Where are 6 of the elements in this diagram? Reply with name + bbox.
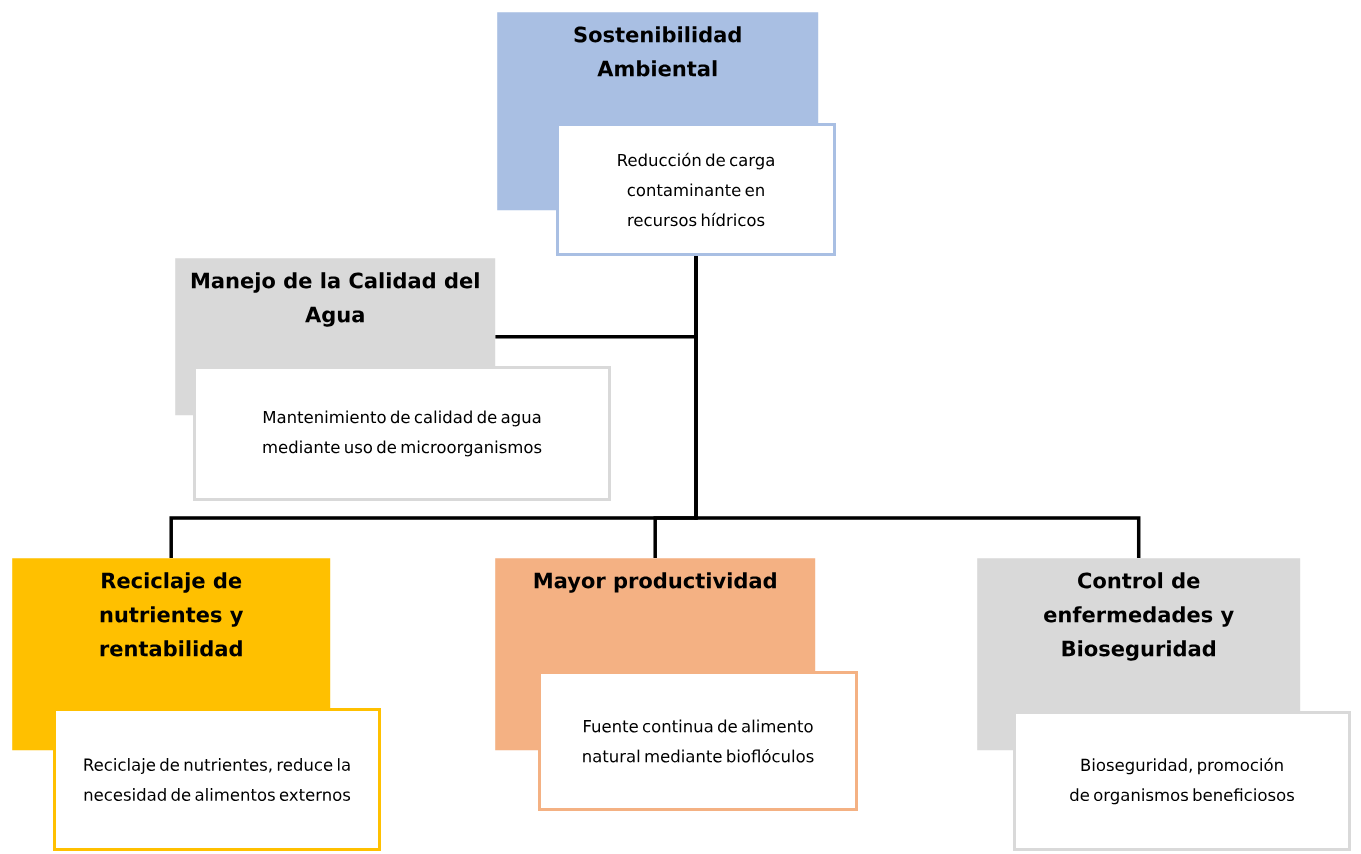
- description-box: Mantenimiento de calidad de agua mediante uso de microorganismos: [193, 366, 611, 501]
- connector-line: [694, 256, 1141, 558]
- description-box: Bioseguridad, promoción de organismos beneficiosos: [1013, 711, 1351, 851]
- description-box: Reciclaje de nutrientes, reduce la necesidad de alimentos externos: [53, 708, 381, 851]
- description-box: Fuente continua de alimento natural mediante bioflóculos: [538, 671, 858, 811]
- description-box: Reducción de carga contaminante en recursos hídricos: [556, 123, 836, 256]
